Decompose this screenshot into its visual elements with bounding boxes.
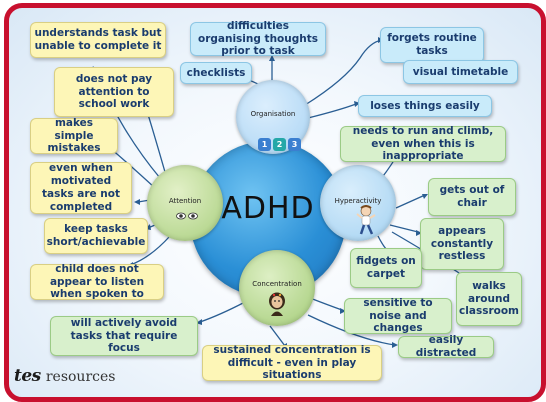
con-item-avoid-tasks: will actively avoid tasks that require f… <box>50 316 198 356</box>
tes-resources-logo: tes resources <box>14 366 115 386</box>
org-item-difficulties-organising: difficulties organising thoughts prior t… <box>190 20 326 57</box>
con-item-easily-distracted: easily distracted <box>398 334 494 359</box>
number-tile-2-icon: 2 <box>273 138 286 151</box>
att-item-does-not-listen: child does not appear to listen when spo… <box>30 263 164 300</box>
hyp-item-run-and-climb: needs to run and climb, even when this i… <box>340 125 506 162</box>
number-tile-3-icon: 3 <box>288 138 301 151</box>
con-item-sensitive-to-noise: sensitive to noise and changes <box>344 297 452 334</box>
running-child-icon <box>356 205 376 235</box>
hyp-item-fidgets-on-carpet: fidgets on carpet <box>350 248 422 288</box>
hyp-item-walks-around: walks around classroom <box>456 272 522 326</box>
hub-title: ADHD <box>221 191 315 226</box>
hyp-item-appears-restless: appears constantly restless <box>420 218 504 270</box>
number-tile-1-icon: 1 <box>258 138 271 151</box>
att-item-does-not-pay-attention: does not pay attention to school work <box>54 67 174 117</box>
att-item-keep-tasks-short: keep tasks short/achievable <box>44 218 148 254</box>
hyperactivity-label: Hyperactivity <box>334 197 382 205</box>
org-item-loses-things: loses things easily <box>358 95 492 117</box>
concentration-label: Concentration <box>252 280 302 288</box>
logo-suffix: resources <box>45 369 116 385</box>
att-item-simple-mistakes: makes simple mistakes <box>30 117 118 154</box>
attention-node: Attention <box>147 165 223 241</box>
hyperactivity-node: Hyperactivity <box>320 165 396 241</box>
org-item-forgets-routine: forgets routine tasks <box>380 27 484 63</box>
org-item-checklists: checklists <box>180 62 252 84</box>
eyes-icon <box>176 212 198 220</box>
thinking-head-icon <box>269 292 285 316</box>
organisation-label: Organisation <box>250 110 296 118</box>
logo-brand: tes <box>14 366 41 386</box>
con-item-sustained-concentration: sustained concentration is difficult - e… <box>202 344 382 381</box>
org-item-visual-timetable: visual timetable <box>403 60 518 84</box>
hyp-item-gets-out-of-chair: gets out of chair <box>428 178 516 216</box>
att-item-motivated-tasks: even when motivated tasks are not comple… <box>30 162 132 214</box>
attention-label: Attention <box>168 197 202 205</box>
att-item-understands-task: understands task but unable to complete … <box>30 22 166 58</box>
